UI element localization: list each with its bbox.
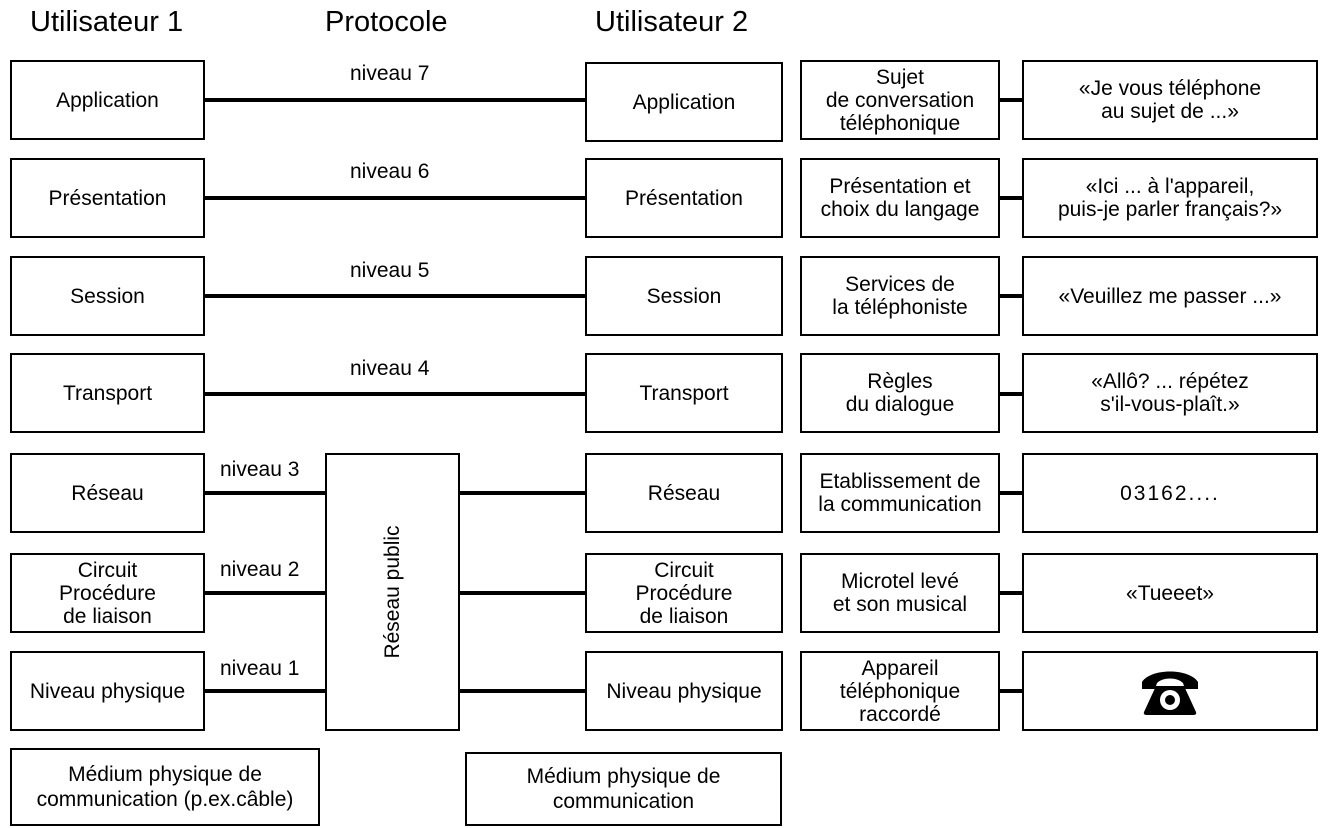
user2-layer-session: Session xyxy=(585,256,783,336)
analogy-connector-2 xyxy=(1000,591,1022,595)
example-session: «Veuillez me passer ...» xyxy=(1022,256,1318,336)
analogy-presentation: Présentation et choix du langage xyxy=(800,158,1000,238)
protocol-level-3-line-left xyxy=(205,491,325,495)
example-application: «Je vous téléphone au sujet de ...» xyxy=(1022,60,1318,140)
protocol-level-2-line-left xyxy=(205,591,325,595)
example-presentation: «Ici ... à l'appareil, puis-je parler fr… xyxy=(1022,158,1318,238)
analogy-connector-1 xyxy=(1000,689,1022,693)
example-physical xyxy=(1022,651,1318,731)
user2-layer-presentation: Présentation xyxy=(585,158,783,238)
header-protocol: Protocole xyxy=(325,6,448,38)
header-user2: Utilisateur 2 xyxy=(595,6,749,38)
protocol-level-6-line xyxy=(205,196,585,200)
protocol-level-2-line-right xyxy=(460,591,585,595)
physical-medium-user1: Médium physique de communication (p.ex.c… xyxy=(10,748,320,826)
protocol-level-7-label: niveau 7 xyxy=(350,62,430,85)
analogy-connector-7 xyxy=(1000,98,1022,102)
protocol-level-3-line-right xyxy=(460,491,585,495)
user1-layer-presentation: Présentation xyxy=(10,158,205,238)
protocol-level-3-label: niveau 3 xyxy=(220,458,300,481)
analogy-physical: Appareil téléphonique raccordé xyxy=(800,651,1000,731)
analogy-application: Sujet de conversation téléphonique xyxy=(800,60,1000,140)
user1-layer-transport: Transport xyxy=(10,353,205,433)
user1-layer-data-link: Circuit Procédure de liaison xyxy=(10,553,205,633)
protocol-level-1-line-right xyxy=(460,689,585,693)
analogy-data-link: Microtel levé et son musical xyxy=(800,553,1000,633)
protocol-level-7-line xyxy=(205,98,585,102)
analogy-transport: Règles du dialogue xyxy=(800,353,1000,433)
protocol-level-6-label: niveau 6 xyxy=(350,160,430,183)
analogy-connector-6 xyxy=(1000,196,1022,200)
analogy-connector-5 xyxy=(1000,294,1022,298)
example-network: 03162.... xyxy=(1022,453,1318,533)
header-user1: Utilisateur 1 xyxy=(30,6,184,38)
user2-layer-network: Réseau xyxy=(585,453,783,533)
user1-layer-network: Réseau xyxy=(10,453,205,533)
example-data-link: «Tueeet» xyxy=(1022,553,1318,633)
protocol-level-4-line xyxy=(205,392,585,396)
user2-layer-physical: Niveau physique xyxy=(585,651,783,731)
user2-layer-application: Application xyxy=(585,62,783,142)
user2-layer-data-link: Circuit Procédure de liaison xyxy=(585,553,783,633)
physical-medium-user2: Médium physique de communication xyxy=(465,752,782,826)
protocol-level-1-label: niveau 1 xyxy=(220,657,300,680)
analogy-session: Services de la téléphoniste xyxy=(800,256,1000,336)
analogy-connector-4 xyxy=(1000,392,1022,396)
protocol-level-5-label: niveau 5 xyxy=(350,259,430,282)
protocol-level-4-label: niveau 4 xyxy=(350,357,430,380)
analogy-network: Etablissement de la communication xyxy=(800,453,1000,533)
user1-layer-session: Session xyxy=(10,256,205,336)
protocol-level-1-line-left xyxy=(205,689,325,693)
public-network-box: Réseau public xyxy=(325,453,460,731)
protocol-level-5-line xyxy=(205,294,585,298)
analogy-connector-3 xyxy=(1000,491,1022,495)
user2-layer-transport: Transport xyxy=(585,353,783,433)
protocol-level-2-label: niveau 2 xyxy=(220,558,300,581)
user1-layer-application: Application xyxy=(10,60,205,140)
public-network-label: Réseau public xyxy=(380,525,404,659)
telephone-icon xyxy=(1142,671,1198,715)
user1-layer-physical: Niveau physique xyxy=(10,651,205,731)
example-transport: «Allô? ... répétez s'il-vous-plaît.» xyxy=(1022,353,1318,433)
